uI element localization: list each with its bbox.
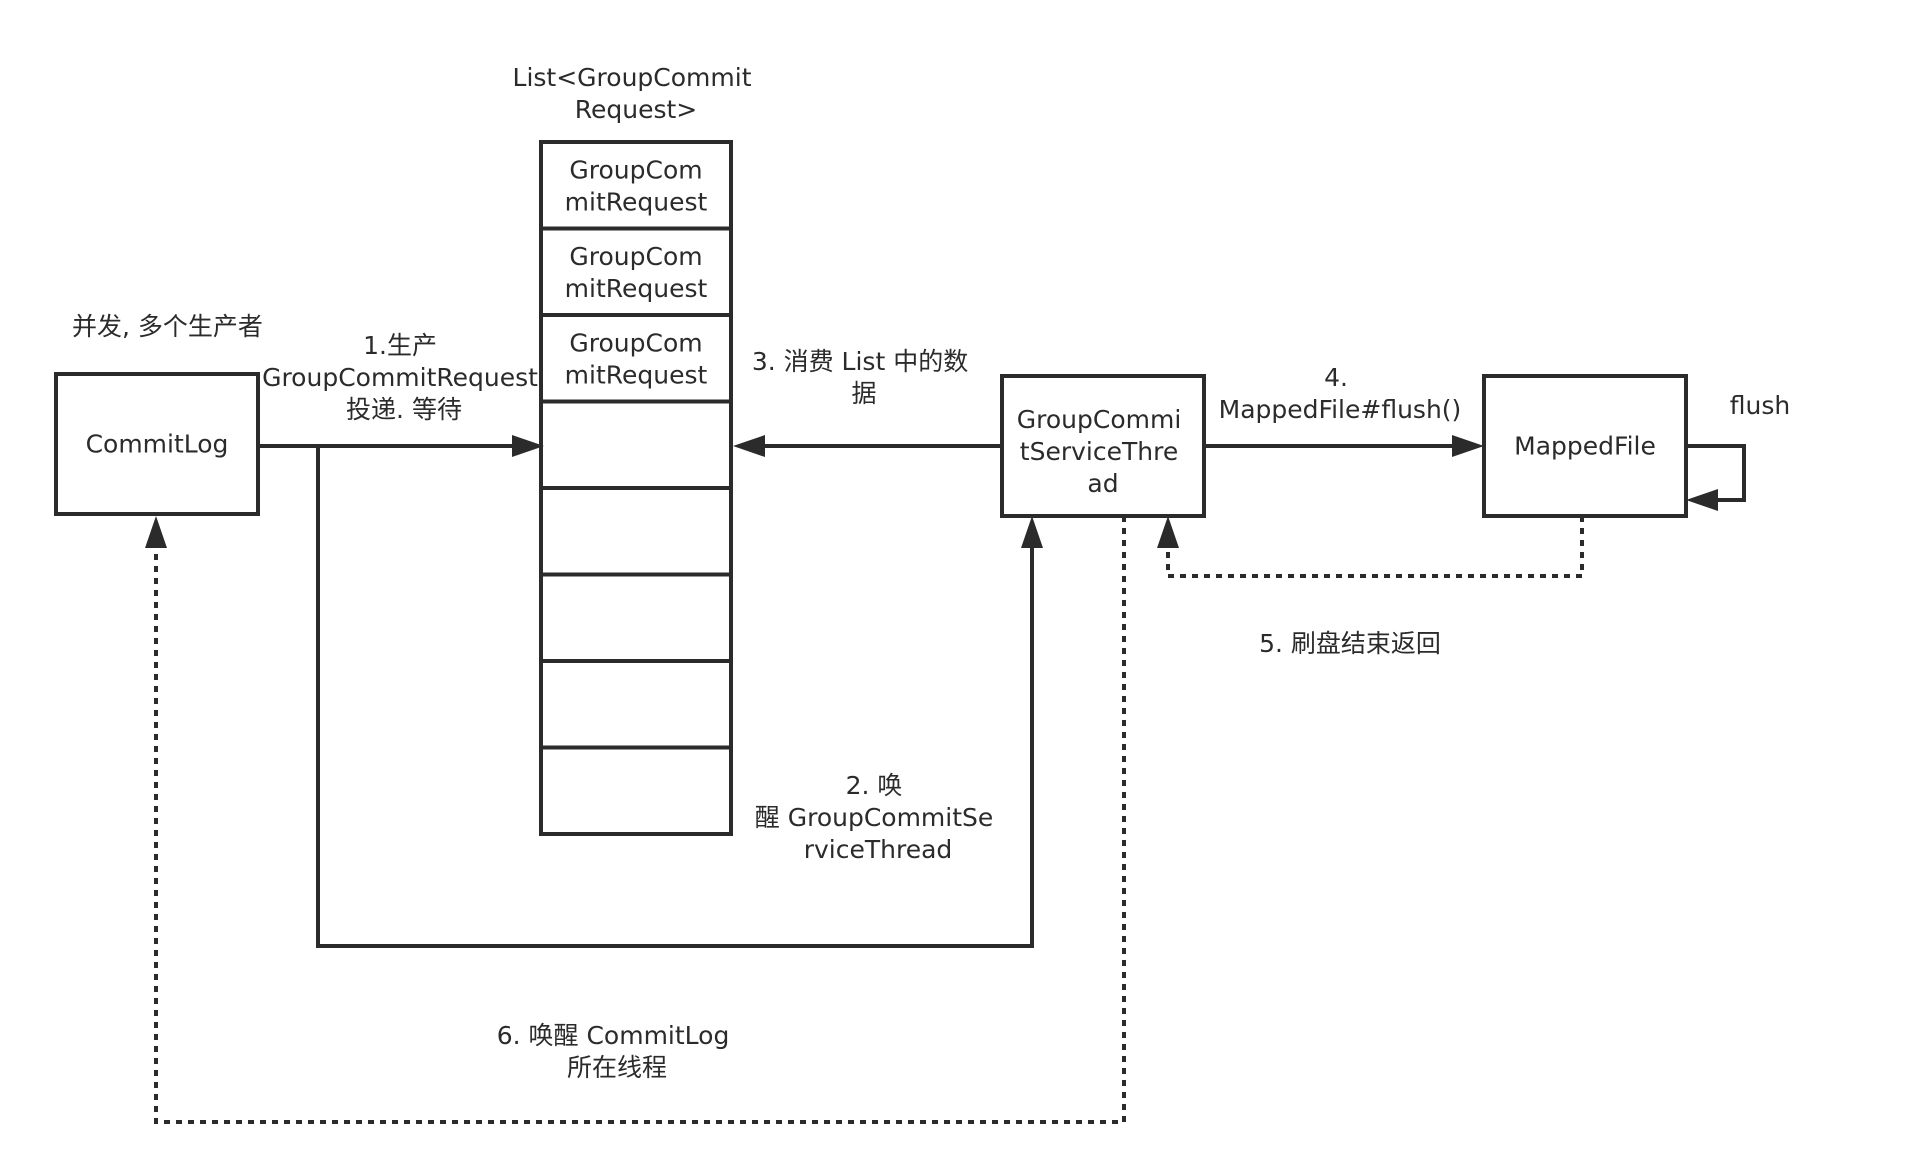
request-list-title: List<GroupCommit Request> xyxy=(513,63,760,124)
edge-label-line: 投递. 等待 xyxy=(346,395,462,424)
request-list-cell-label-line: GroupCom xyxy=(569,242,702,271)
request-list-cell-label-line: GroupCom xyxy=(569,328,702,357)
request-list-cell-label-line: mitRequest xyxy=(565,274,708,303)
request-list-cell-label-line: mitRequest xyxy=(565,360,708,389)
request-list-cell-label: GroupCom mitRequest xyxy=(565,242,708,303)
mapped-file-label: MappedFile xyxy=(1514,432,1656,461)
service-thread-label-line: GroupCommi xyxy=(1017,405,1182,434)
request-list-cell xyxy=(539,313,733,404)
edge-flush-call-label: 4. MappedFile#flush() xyxy=(1219,363,1462,424)
edge-label-line: 4. xyxy=(1324,363,1348,392)
request-list-cell xyxy=(539,745,733,836)
edge-label-line: 6. 唤醒 CommitLog xyxy=(497,1021,730,1050)
commitlog-label: CommitLog xyxy=(86,430,229,459)
edge-label-line: rviceThread xyxy=(804,835,953,864)
edge-label-line: MappedFile#flush() xyxy=(1219,395,1462,424)
edge-self-flush-label: flush xyxy=(1730,391,1790,420)
request-list-cell xyxy=(539,659,733,750)
request-list-cell xyxy=(539,486,733,577)
request-list-cell-label: GroupCom mitRequest xyxy=(565,328,708,389)
request-list-cell-label: GroupCom mitRequest xyxy=(565,155,708,216)
commitlog-node: CommitLog xyxy=(54,372,260,516)
edge-produce: 1.生产 GroupCommitRequest 投递. 等待 xyxy=(258,331,546,457)
service-thread-label-line: tServiceThre xyxy=(1020,437,1178,466)
request-list-cell-label-line: GroupCom xyxy=(569,155,702,184)
request-list-title-line: Request> xyxy=(575,95,698,124)
request-list-cell xyxy=(539,226,733,317)
edge-label-line: 所在线程 xyxy=(567,1053,667,1082)
request-list-title-line: List<GroupCommit xyxy=(513,63,752,92)
edge-label-line: 2. 唤 xyxy=(846,771,903,800)
service-thread-label-line: ad xyxy=(1087,469,1118,498)
concurrency-note: 并发, 多个生产者 xyxy=(72,312,263,341)
edge-label-line: GroupCommitRequest xyxy=(262,363,538,392)
edge-flush-call: 4. MappedFile#flush() xyxy=(1204,363,1484,457)
edge-label-line: 醒 GroupCommitSe xyxy=(755,803,994,832)
edge-wake-service-label: 2. 唤 醒 GroupCommitSe rviceThread xyxy=(755,771,1001,864)
edge-flush-return: 5. 刷盘结束返回 xyxy=(1157,516,1584,658)
request-list-node: List<GroupCommit Request> GroupCom mitReq… xyxy=(513,63,760,836)
service-thread-node: GroupCommi tServiceThre ad xyxy=(1000,374,1206,518)
request-list-cell xyxy=(539,399,733,490)
request-list-cell xyxy=(539,572,733,663)
edge-wake-commitlog: 6. 唤醒 CommitLog 所在线程 xyxy=(145,516,1126,1124)
edge-flush-return-label: 5. 刷盘结束返回 xyxy=(1259,629,1441,658)
edge-wake-commitlog-label: 6. 唤醒 CommitLog 所在线程 xyxy=(497,1021,738,1082)
edge-label-line: 据 xyxy=(851,379,876,408)
request-list-cell-label-line: mitRequest xyxy=(565,187,708,216)
mapped-file-node: MappedFile xyxy=(1482,374,1688,518)
edge-label-line: 1.生产 xyxy=(363,331,437,360)
edge-produce-label: 1.生产 GroupCommitRequest 投递. 等待 xyxy=(262,331,546,424)
edge-wake-service: 2. 唤 醒 GroupCommitSe rviceThread xyxy=(316,446,1043,948)
edge-label-line: 3. 消费 List 中的数 xyxy=(752,347,968,376)
edge-consume: 3. 消费 List 中的数 据 xyxy=(733,347,1002,457)
service-thread-label: GroupCommi tServiceThre ad xyxy=(1017,405,1189,498)
edge-consume-label: 3. 消费 List 中的数 据 xyxy=(752,347,976,408)
edge-self-flush: flush xyxy=(1686,391,1790,511)
